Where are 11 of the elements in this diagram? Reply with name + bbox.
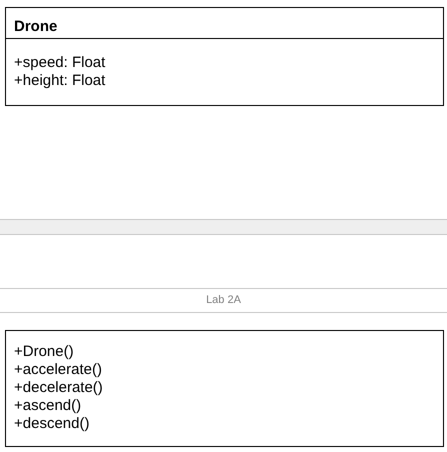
method-text: +Drone() xyxy=(14,343,74,361)
method-text: +ascend() xyxy=(14,397,82,415)
class-box xyxy=(5,7,444,106)
method-text: +accelerate() xyxy=(14,361,102,379)
attribute-text: +speed: Float xyxy=(14,54,106,72)
class-box xyxy=(5,330,444,447)
method-text: +decelerate() xyxy=(14,379,103,397)
footer-text: Lab 2A xyxy=(206,294,241,306)
class-name: Drone xyxy=(14,18,58,36)
method-text: +descend() xyxy=(14,415,90,433)
attribute-text: +height: Float xyxy=(14,72,106,90)
